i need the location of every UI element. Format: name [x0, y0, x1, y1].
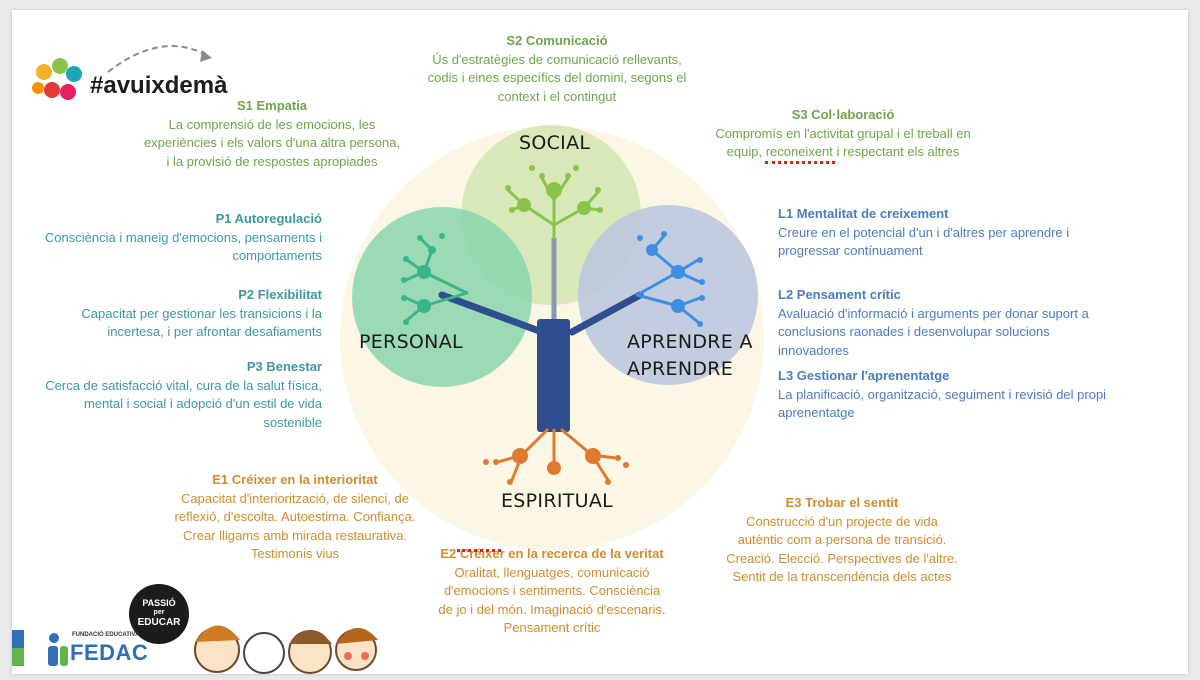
- p2-block: P2 Flexibilitat Capacitat per gestionar …: [12, 286, 322, 342]
- l3-block: L3 Gestionar l'aprenentatge La planifica…: [778, 367, 1148, 423]
- l2-line: innovadores: [778, 342, 849, 358]
- l2-line: conclusions raonades i desenvolupar solu…: [778, 324, 1050, 339]
- s2-title: S2 Comunicació: [506, 33, 608, 48]
- badge-word: EDUCAR: [137, 617, 181, 628]
- p3-line: Cerca de satisfacció vital, cura de la s…: [45, 377, 322, 393]
- s1-line: experiències i els valors d'una altra pe…: [143, 135, 401, 150]
- social-nodes: [505, 165, 603, 215]
- passio-badge: [129, 584, 189, 644]
- spellcheck-underline: [765, 157, 835, 164]
- badge-word: PASSIÓ: [142, 598, 176, 608]
- p3-block: P3 Benestar Cerca de satisfacció vital, …: [12, 358, 322, 432]
- s1-line: i la provisió de respostes apropiades: [166, 153, 378, 169]
- kids-illustration: [194, 625, 378, 674]
- e2-line: Pensament crític: [503, 620, 601, 635]
- p2-line: incertesa, i per afrontar desafiaments: [107, 324, 322, 339]
- s1-line: La comprensió de les emocions, les: [168, 116, 376, 132]
- fedac-logo-text: FEDAC: [70, 640, 149, 665]
- p2-title: P2 Flexibilitat: [238, 287, 322, 302]
- p3-title: P3 Benestar: [246, 359, 322, 374]
- e3-title: E3 Trobar el sentit: [785, 495, 899, 510]
- l2-line: Avaluació d'informació i arguments per d…: [778, 305, 1089, 321]
- s3-block: S3 Col·laboració Compromís en l'activita…: [698, 106, 988, 162]
- p3-line: sostenible: [263, 414, 322, 430]
- e2-line: d'emocions i sentiments. Consciència: [443, 583, 661, 598]
- personal-label: PERSONAL: [359, 331, 463, 353]
- e2-block: E2 Créixer en la recerca de la veritat O…: [417, 545, 687, 638]
- learn-label-line1: APRENDRE A: [627, 331, 753, 353]
- spirit-nodes: [483, 448, 629, 485]
- s3-line: Compromís en l'activitat grupal i el tre…: [715, 125, 971, 141]
- learn-circle: [578, 205, 758, 385]
- learn-label-line2: APRENDRE: [627, 358, 734, 380]
- s2-line: context i el contingut: [497, 88, 617, 104]
- e2-line: de jo i del món. Imaginació d'escenaris.: [438, 601, 666, 617]
- s3-line: equip, reconeixent i respectant els altr…: [726, 144, 960, 159]
- personal-nodes: [401, 233, 445, 325]
- e1-line: Capacitat d'interiorització, de silenci,…: [181, 490, 409, 506]
- tree-trunk: [438, 291, 644, 336]
- avuixdema-hashtag: #avuixdemà: [90, 72, 228, 99]
- s2-line: Ús d'estratègies de comunicació rellevan…: [432, 51, 682, 67]
- e3-line: Creació. Elecció. Perspectives de l'altr…: [726, 550, 958, 566]
- l1-title: L1 Mentalitat de creixement: [778, 206, 949, 221]
- p1-block: P1 Autoregulació Consciència i maneig d'…: [12, 210, 322, 266]
- badge-word: per: [153, 609, 165, 616]
- s3-title: S3 Col·laboració: [791, 107, 895, 122]
- s1-block: S1 Empatia La comprensió de les emocions…: [132, 97, 412, 171]
- slide: #avuixdemà SOCIAL PERSONAL APRENDRE A AP…: [12, 10, 1188, 674]
- e3-line: autèntic com a persona de transició.: [737, 532, 947, 547]
- p3-line: mental i social i adopció d'un estil de …: [83, 396, 322, 411]
- e1-line: reflexió, d'escolta. Autoestima. Confian…: [174, 509, 416, 524]
- e3-block: E3 Trobar el sentit Construcció d'un pro…: [708, 494, 976, 587]
- l3-line: aprenentatge: [778, 405, 855, 420]
- logo-arrow: [107, 45, 209, 73]
- l1-block: L1 Mentalitat de creixement Creure en el…: [778, 205, 1138, 261]
- e1-line: Crear lligams amb mirada restaurativa.: [183, 527, 407, 543]
- p1-title: P1 Autoregulació: [215, 211, 322, 226]
- e1-title: E1 Créixer en la interioritat: [212, 472, 378, 487]
- l1-line: Creure en el potencial d'un i d'altres p…: [778, 224, 1070, 240]
- footer-bar-green: [12, 648, 24, 666]
- trunk-rect: [537, 319, 570, 432]
- e3-line: Sentit de la transcendència dels actes: [732, 569, 952, 584]
- e3-line: Construcció d'un projecte de vida: [746, 513, 938, 529]
- l3-title: L3 Gestionar l'aprenentatge: [778, 368, 950, 383]
- s2-line: codis i eines específics del domini, seg…: [427, 70, 687, 85]
- l3-line: La planificació, organització, seguiment…: [778, 386, 1107, 402]
- social-label: SOCIAL: [519, 132, 591, 154]
- spellcheck-underline: [457, 545, 501, 552]
- learn-label: APRENDRE A APRENDRE: [627, 329, 753, 383]
- s1-title: S1 Empatia: [236, 98, 308, 113]
- footer-bar-blue: [12, 630, 24, 648]
- e1-line: Testimonis vius: [250, 546, 340, 561]
- p2-line: Capacitat per gestionar les transicions …: [81, 305, 322, 321]
- l2-block: L2 Pensament crític Avaluació d'informac…: [778, 286, 1148, 360]
- learn-nodes: [637, 231, 705, 327]
- l2-title: L2 Pensament crític: [778, 287, 901, 302]
- fedac-small-text: FUNDACIÓ EDUCATIVA: [72, 632, 140, 638]
- fedac-mark: [48, 633, 68, 666]
- e1-block: E1 Créixer en la interioritat Capacitat …: [162, 471, 428, 564]
- e2-line: Oralitat, llenguatges, comunicació: [454, 564, 650, 580]
- p1-line: comportaments: [232, 248, 322, 263]
- spirit-label: ESPIRITUAL: [501, 490, 614, 512]
- avuixdema-logo-mark: [32, 58, 82, 100]
- p1-line: Consciència i maneig d'emocions, pensame…: [44, 229, 322, 245]
- passio-badge-text: PASSIÓ per EDUCAR: [129, 598, 189, 628]
- tree-diagram: [12, 45, 764, 674]
- l1-line: progressar contínuament: [778, 243, 923, 258]
- s2-block: S2 Comunicació Ús d'estratègies de comun…: [407, 32, 707, 106]
